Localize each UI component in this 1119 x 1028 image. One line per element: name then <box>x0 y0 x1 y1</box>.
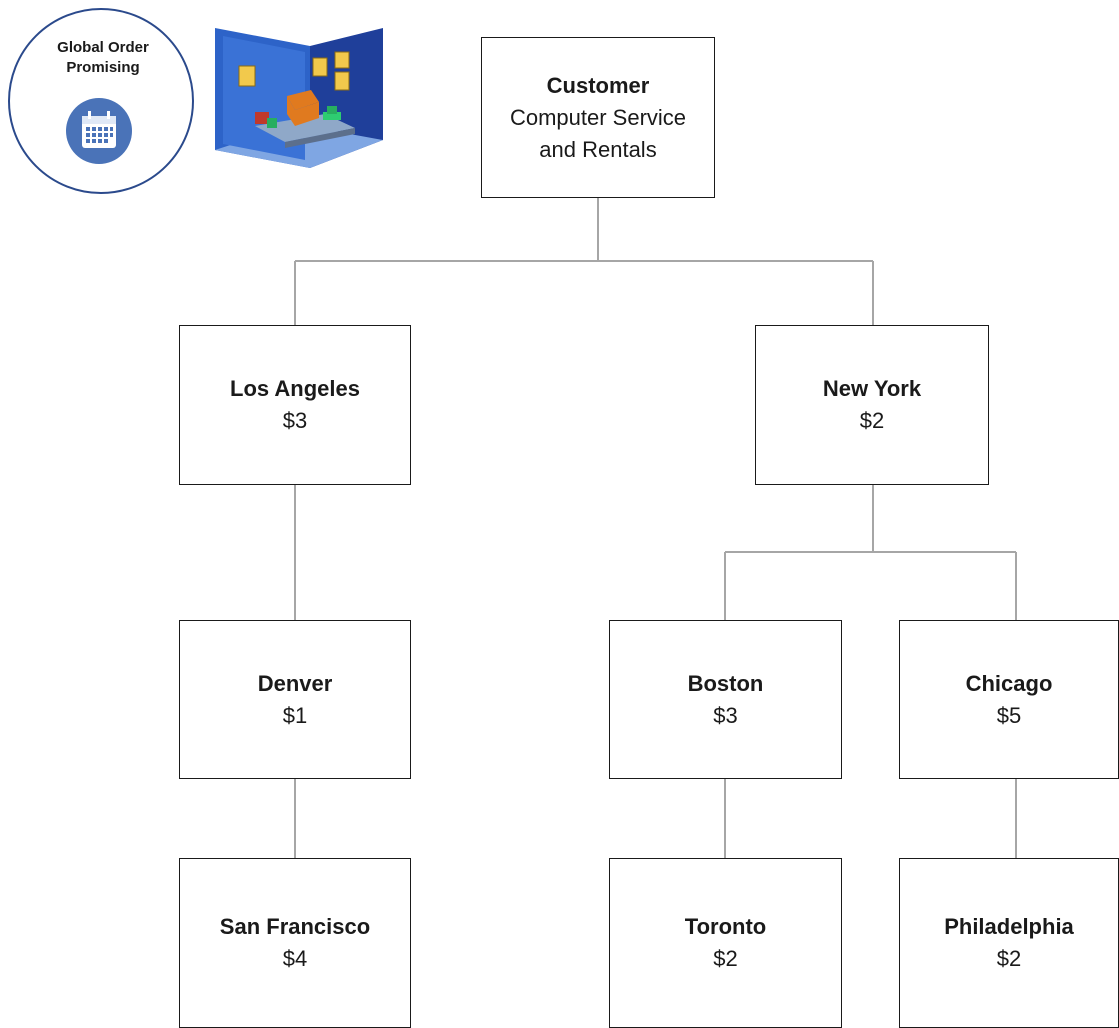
node-los-angeles-cost: $3 <box>282 408 308 433</box>
node-new-york: New York $2 <box>755 325 989 485</box>
node-san-francisco: San Francisco $4 <box>179 858 411 1028</box>
node-toronto-cost: $2 <box>713 946 738 971</box>
node-chicago-cost: $5 <box>996 702 1022 728</box>
node-philadelphia: Philadelphia $2 <box>899 858 1119 1028</box>
node-chicago-name: Chicago <box>965 670 1053 696</box>
badge-title: Global Order Promising <box>10 38 196 78</box>
node-customer-name: Customer <box>546 72 650 98</box>
node-denver-cost: $1 <box>282 702 308 728</box>
node-los-angeles-name: Los Angeles <box>230 376 360 401</box>
node-boston-name: Boston <box>687 670 764 696</box>
node-philadelphia-name: Philadelphia <box>944 914 1074 939</box>
node-customer-line2: and Rentals <box>539 136 657 162</box>
badge-title-line2: Promising <box>66 59 140 76</box>
node-denver-name: Denver <box>257 670 333 696</box>
node-customer-line1: Computer Service <box>509 104 687 130</box>
node-boston: Boston $3 <box>609 620 842 779</box>
node-philadelphia-cost: $2 <box>996 946 1022 971</box>
calendar-icon <box>66 98 132 164</box>
node-san-francisco-cost: $4 <box>282 946 308 971</box>
node-denver: Denver $1 <box>179 620 411 779</box>
node-san-francisco-name: San Francisco <box>219 914 371 939</box>
node-boston-cost: $3 <box>713 702 738 728</box>
node-chicago: Chicago $5 <box>899 620 1119 779</box>
node-los-angeles: Los Angeles $3 <box>179 325 411 485</box>
node-toronto: Toronto $2 <box>609 858 842 1028</box>
global-order-promising-badge: Global Order Promising <box>8 8 194 194</box>
node-new-york-name: New York <box>822 376 922 401</box>
badge-title-line1: Global Order <box>57 39 149 56</box>
node-customer: Customer Computer Service and Rentals <box>481 37 715 198</box>
factory-warehouse-icon <box>215 28 385 193</box>
node-toronto-name: Toronto <box>684 914 767 939</box>
node-new-york-cost: $2 <box>859 408 885 433</box>
